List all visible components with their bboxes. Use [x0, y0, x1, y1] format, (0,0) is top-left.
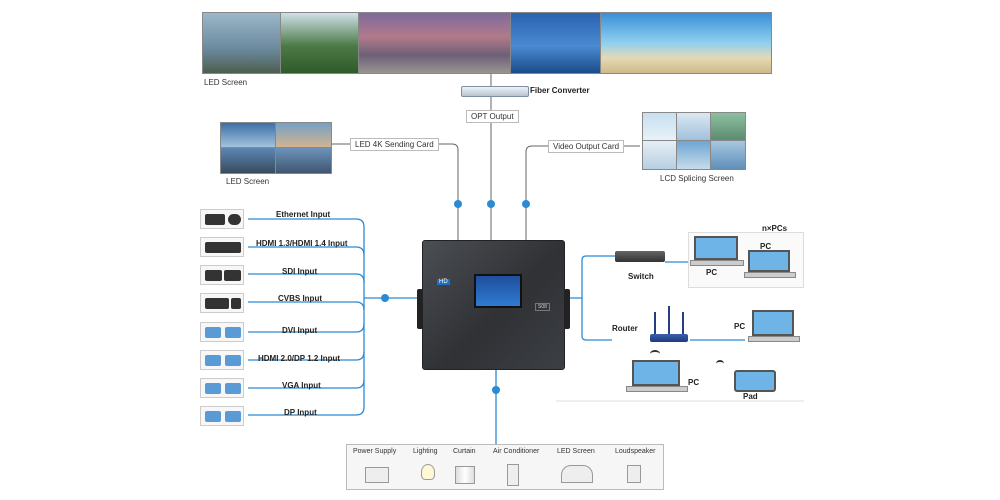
control-devices-panel: Power Supply Lighting Curtain Air Condit… [346, 444, 664, 490]
processor-handle-left [417, 289, 423, 329]
camera-icon [200, 209, 244, 229]
dp-input-label: DP Input [284, 408, 317, 417]
top-led-screen [202, 12, 772, 74]
router-icon [650, 334, 688, 342]
curtain-label: Curtain [453, 448, 476, 455]
lighting-label: Lighting [413, 448, 438, 455]
switch-label: Switch [628, 272, 654, 281]
player-icon [200, 293, 244, 313]
sdi-input-label: SDI Input [282, 267, 318, 276]
sending-led-screen [220, 122, 332, 174]
air-conditioner-icon [507, 464, 519, 486]
pc-1-base [690, 260, 744, 266]
fiber-converter-label: Fiber Converter [530, 86, 590, 95]
lightbulb-icon [421, 464, 435, 480]
top-led-screen-label: LED Screen [204, 78, 248, 87]
camcorder-icon [200, 265, 244, 285]
pad-label: Pad [743, 392, 758, 401]
antenna-icon [682, 312, 684, 334]
pc-4-label: PC [688, 378, 700, 387]
router-label: Router [612, 324, 638, 333]
antenna-icon [654, 312, 656, 334]
processor-front-label: S08 [535, 303, 550, 311]
projector-icon [200, 237, 244, 257]
switch-icon [615, 251, 665, 262]
sending-card-label: LED 4K Sending Card [350, 138, 439, 151]
pad-icon [734, 370, 776, 392]
fiber-converter-device [461, 86, 529, 97]
power-supply-icon [365, 467, 389, 483]
pc-icon [200, 378, 244, 398]
loudspeaker-icon [627, 465, 641, 483]
pc-2-base [744, 272, 796, 278]
pc-3-base [748, 336, 800, 342]
loudspeaker-label: Loudspeaker [615, 448, 656, 455]
opt-output-label: OPT Output [466, 110, 519, 123]
dvi-input-label: DVI Input [282, 326, 318, 335]
pc-2-label: PC [760, 242, 772, 251]
pc-4-screen [632, 360, 680, 386]
hdmi-1-input-label: HDMI 1.3/HDMI 1.4 Input [256, 239, 348, 248]
video-processor: HD S08 [417, 240, 570, 370]
vga-input-label: VGA Input [282, 381, 321, 390]
pc-4-base [626, 386, 688, 392]
lcd-splicing-screen [642, 112, 746, 170]
pc-icon [200, 322, 244, 342]
wifi-icon [716, 360, 724, 367]
processor-logo: HD [437, 279, 450, 285]
curtain-icon [455, 466, 475, 484]
wifi-icon [650, 350, 660, 358]
processor-touchscreen [474, 274, 522, 308]
lcd-splicing-screen-label: LCD Splicing Screen [660, 174, 734, 183]
pc-2-screen [748, 250, 790, 272]
led-screen-icon [561, 465, 593, 483]
pc-3-screen [752, 310, 794, 336]
sending-led-screen-label: LED Screen [226, 177, 270, 186]
npcs-label: n×PCs [762, 224, 788, 233]
air-conditioner-label: Air Conditioner [493, 448, 540, 455]
ethernet-input-label: Ethernet Input [276, 210, 331, 219]
pc-icon [200, 350, 244, 370]
processor-handle-right [564, 289, 570, 329]
hdmi-2-input-label: HDMI 2.0/DP 1.2 Input [258, 354, 341, 363]
led-screen-control-label: LED Screen [557, 448, 595, 455]
video-output-card-label: Video Output Card [548, 140, 625, 153]
antenna-icon [668, 306, 670, 334]
pc-icon [200, 406, 244, 426]
cvbs-input-label: CVBS Input [278, 294, 322, 303]
power-supply-label: Power Supply [353, 448, 397, 455]
pc-1-screen [694, 236, 738, 260]
pc-3-label: PC [734, 322, 746, 331]
pc-1-label: PC [706, 268, 718, 277]
